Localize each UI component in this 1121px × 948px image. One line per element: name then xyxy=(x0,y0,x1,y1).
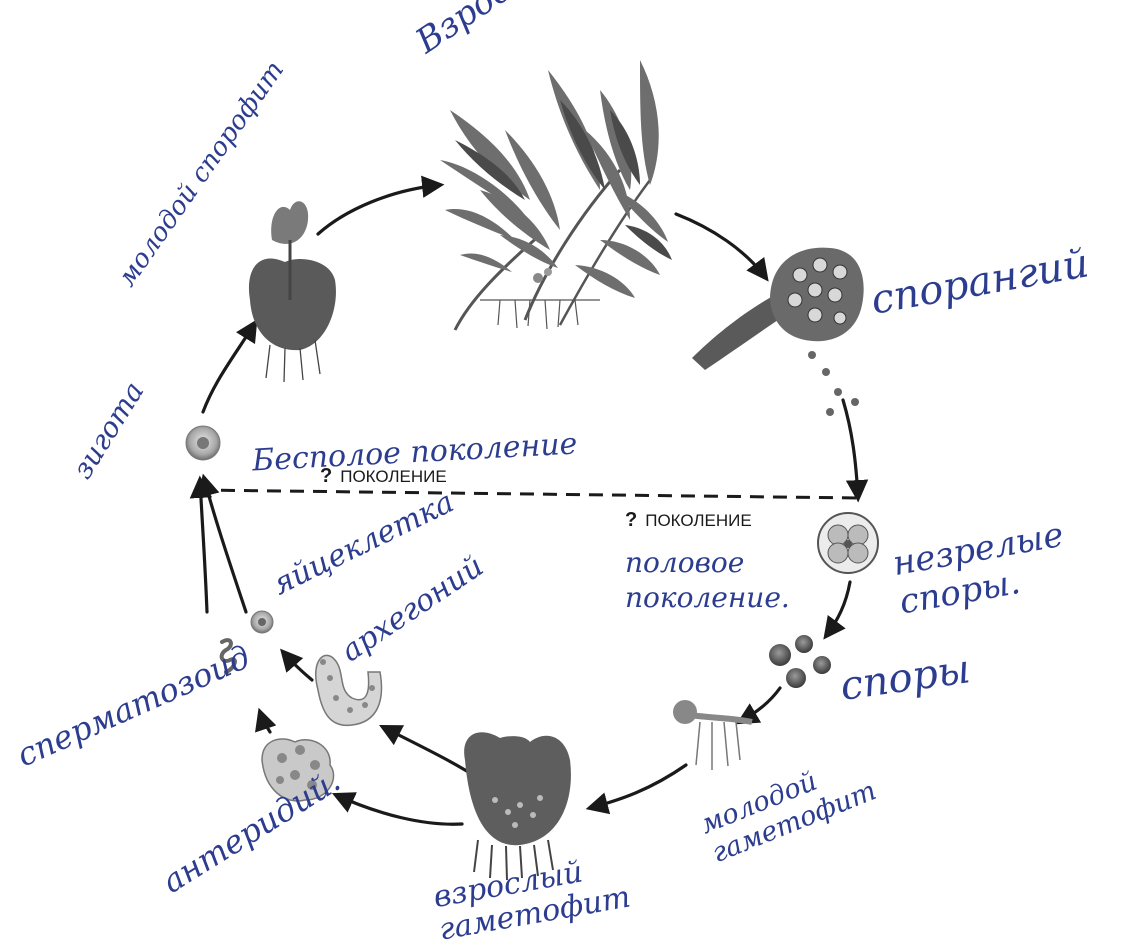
question-mark-sexual: ? xyxy=(625,509,637,531)
asexual-printed-text: ПОКОЛЕНИЕ xyxy=(340,467,447,486)
arrow-gametophyte-to-antheridium xyxy=(336,795,462,824)
arrow-sperm-to-zygote xyxy=(200,480,207,612)
zygote-icon xyxy=(186,426,220,460)
immature-spore-icon xyxy=(818,513,878,573)
arrow-sporangium-to-spores xyxy=(843,400,858,498)
generation-divider xyxy=(198,490,860,498)
sporangium-icon xyxy=(692,248,864,416)
label-sexual-generation: половое поколение. xyxy=(625,545,795,615)
arrow-immature-to-spores xyxy=(826,582,850,636)
sexual-printed-text: ПОКОЛЕНИЕ xyxy=(645,511,752,530)
arrow-zygote-to-sporophyte xyxy=(203,323,255,412)
arrow-gametophyte-to-archegonium xyxy=(383,727,478,778)
arrow-antheridium-to-sperm xyxy=(260,712,270,732)
arrow-spores-to-young-gametophyte xyxy=(740,688,780,722)
arrow-adult-to-sporangium xyxy=(676,214,766,278)
egg-icon xyxy=(251,611,273,633)
question-mark-asexual: ? xyxy=(320,465,332,487)
young-gametophyte-icon xyxy=(673,700,752,770)
sexual-generation-label: ? ПОКОЛЕНИЕ xyxy=(625,510,752,530)
arrow-sporophyte-to-adult xyxy=(318,185,440,234)
arrow-young-to-adult-gametophyte xyxy=(590,765,686,808)
arrow-egg-to-zygote xyxy=(204,478,246,612)
fern-adult-plant-icon xyxy=(440,60,672,330)
spores-icon xyxy=(769,635,831,688)
arrow-archegonium-to-egg xyxy=(283,652,312,680)
archegonium-icon xyxy=(316,655,382,725)
asexual-generation-label: ? ПОКОЛЕНИЕ xyxy=(320,466,447,486)
